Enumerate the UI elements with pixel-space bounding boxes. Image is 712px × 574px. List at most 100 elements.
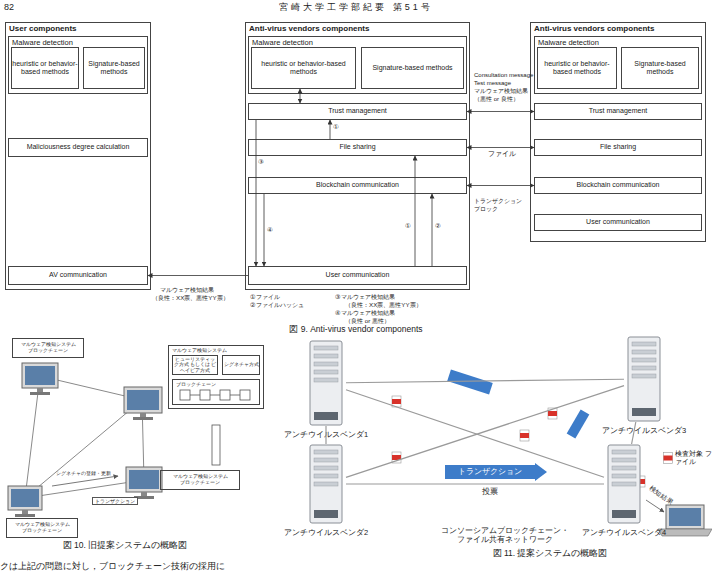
node-text: Trust management bbox=[589, 107, 648, 115]
component-box: Malware detection heuristic or behavior-b… bbox=[248, 36, 467, 94]
component-box: User componentsMalware detectionheuristi… bbox=[5, 22, 151, 290]
chain-blocks bbox=[190, 395, 200, 396]
text-label: 図 11. 提案システムの概略図 bbox=[480, 548, 620, 558]
text-label: Test message bbox=[474, 80, 511, 87]
component-box: マルウェア検知システムブロックチェーン bbox=[12, 338, 84, 358]
laptop-icon bbox=[658, 529, 712, 536]
computer-icon bbox=[8, 486, 42, 517]
computer-icon bbox=[22, 363, 58, 395]
server-bay bbox=[314, 466, 338, 470]
computer-icon bbox=[140, 413, 146, 417]
connector-label: ② bbox=[435, 222, 441, 230]
component-box: Anti-virus vendors componentsMalware det… bbox=[530, 22, 706, 242]
component-box: User communication bbox=[248, 266, 467, 285]
flow-arrow bbox=[52, 476, 118, 486]
file-icon bbox=[392, 396, 645, 487]
chain-blocks bbox=[180, 390, 190, 400]
text-label: コンソーシアムブロックチェーン・ ファイル共有ネットワーク bbox=[440, 526, 570, 544]
server-body bbox=[608, 445, 640, 523]
text-label: （良性 or 悪性） bbox=[345, 317, 390, 324]
transaction-block bbox=[447, 369, 493, 394]
component-box: Signature-based methods bbox=[83, 47, 145, 89]
node-text: AV communication bbox=[49, 271, 107, 279]
computer-icon bbox=[22, 363, 58, 388]
node-text: アンチウイルスベンダ3 bbox=[602, 426, 686, 436]
component-box: AV communication bbox=[8, 266, 148, 285]
connector bbox=[256, 120, 257, 266]
laptop-icon bbox=[658, 505, 712, 536]
server-bay bbox=[612, 474, 636, 478]
server-bay bbox=[632, 350, 656, 354]
connector bbox=[632, 422, 636, 444]
node-text: Malware detection bbox=[12, 38, 144, 47]
node-text: User communication bbox=[326, 271, 390, 279]
text-label: 宮崎大学工学部紀要 第51号 bbox=[230, 2, 482, 13]
node-text: ブロックチェーン bbox=[176, 381, 256, 387]
component-box: Trust management bbox=[534, 103, 702, 120]
block-bar bbox=[212, 425, 220, 465]
node-text: File sharing bbox=[339, 143, 375, 151]
text-label: トランザクション bbox=[445, 465, 535, 479]
node-text: User communication bbox=[586, 218, 650, 226]
node-text: Blockchain communication bbox=[577, 181, 660, 189]
server-bay bbox=[632, 374, 656, 378]
server-bay bbox=[314, 378, 338, 382]
node-text: heuristic or behavior-based methods bbox=[252, 60, 355, 76]
component-box: heuristic or behavior-based methods bbox=[11, 47, 79, 89]
computer-icon bbox=[15, 514, 35, 517]
file-icon bbox=[392, 396, 401, 407]
node-text: Anti-virus vendors components bbox=[249, 24, 466, 34]
chain-blocks bbox=[230, 395, 240, 396]
connector-label: ④ bbox=[267, 226, 273, 234]
server-bay bbox=[632, 358, 656, 362]
component-box: Maliciousness degree calculation bbox=[8, 138, 148, 157]
node-text: User components bbox=[9, 24, 147, 34]
computer-icon bbox=[124, 387, 162, 413]
server-panel bbox=[314, 412, 338, 420]
computer-icon bbox=[22, 510, 28, 514]
node-text: アンチウイルスベンダ4 bbox=[582, 528, 666, 538]
transaction-block bbox=[567, 409, 590, 438]
file-icon bbox=[548, 408, 557, 419]
server-panel bbox=[612, 510, 636, 518]
node-text: Malware detection bbox=[252, 38, 463, 47]
connector bbox=[346, 386, 624, 478]
computer-icon bbox=[126, 467, 162, 492]
chain-blocks bbox=[200, 390, 210, 400]
server-icon bbox=[306, 444, 346, 524]
server-bay bbox=[314, 362, 338, 366]
server-bay bbox=[314, 370, 338, 374]
connector bbox=[264, 194, 265, 266]
text-label: （良性：XX票、悪性YY票） bbox=[345, 301, 422, 308]
node-text: Malware detection bbox=[538, 38, 698, 47]
text-label: ②ファイルハッシュ bbox=[250, 301, 304, 308]
node-text: Signature-based methods bbox=[622, 60, 698, 76]
computer-icon bbox=[124, 387, 162, 420]
computer-icon bbox=[25, 366, 55, 385]
component-box: Signature-based methods bbox=[361, 47, 464, 89]
connector-label: ① bbox=[333, 123, 339, 131]
server-bay bbox=[612, 466, 636, 470]
transaction-block bbox=[447, 369, 589, 438]
text-label: （良性：XX票、悪性YY票） bbox=[152, 294, 229, 301]
laptop-icon bbox=[666, 505, 704, 529]
server-icon bbox=[624, 336, 664, 422]
node-text: マルウェア検知システム bbox=[172, 347, 260, 353]
server-icon bbox=[604, 444, 644, 524]
text-label: マルウェア検知結果 bbox=[474, 88, 528, 95]
file-icon bbox=[664, 456, 673, 461]
node-text: ブロックチェーン bbox=[180, 480, 220, 486]
component-box: ブロックチェーン bbox=[172, 379, 260, 405]
computer-icon bbox=[126, 467, 162, 499]
computer-icon bbox=[129, 470, 159, 489]
text-label: シグネチャの登録・更新 bbox=[56, 470, 111, 476]
component-box: Malware detectionheuristic or behavior-b… bbox=[8, 36, 148, 94]
computer-icon bbox=[37, 388, 43, 392]
node-text: ブロックチェーン bbox=[28, 348, 68, 354]
connector-label: ③ bbox=[258, 158, 264, 166]
node-text: Trust management bbox=[328, 107, 387, 115]
connector bbox=[325, 426, 326, 444]
